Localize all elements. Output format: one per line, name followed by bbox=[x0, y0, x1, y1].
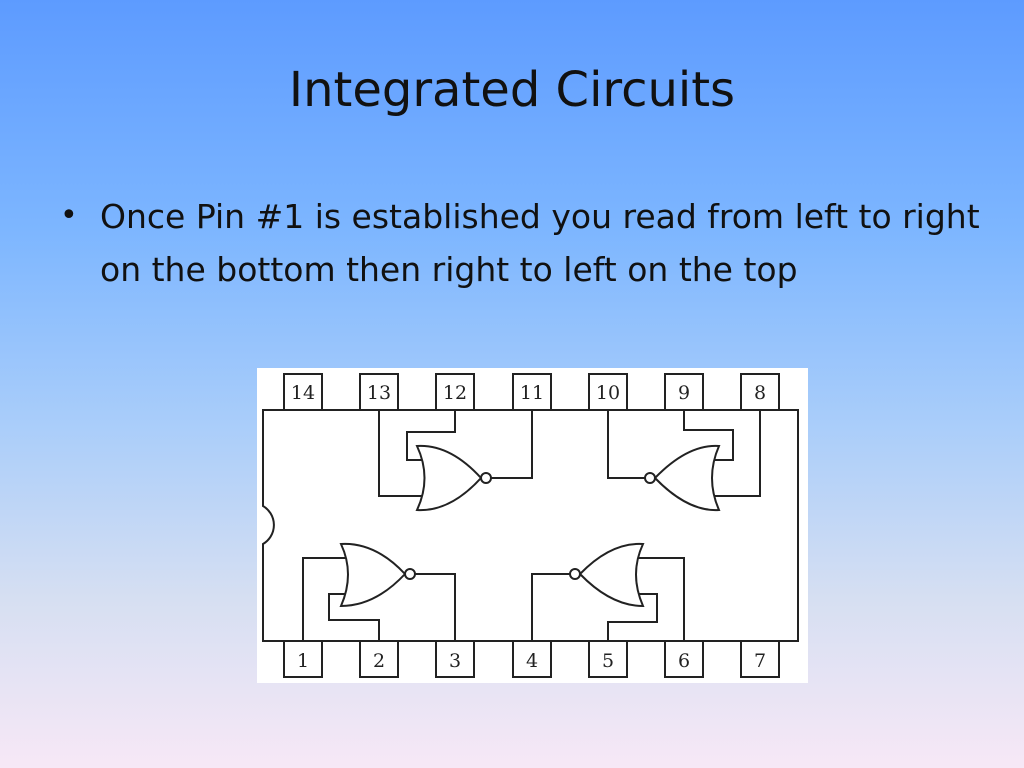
nor-gate-top-right bbox=[607, 410, 761, 512]
pin-box-3 bbox=[435, 640, 475, 678]
pin-label: 13 bbox=[367, 382, 391, 404]
nor-gate-top-left bbox=[378, 410, 533, 512]
pin-label: 6 bbox=[678, 650, 690, 672]
ic-pinout-diagram: 14 13 12 11 10 9 8 1 2 3 4 5 bbox=[257, 368, 808, 683]
pin-box-14 bbox=[283, 373, 323, 411]
pin-label: 10 bbox=[596, 382, 620, 404]
pin-label: 11 bbox=[520, 382, 544, 404]
ic-body bbox=[262, 409, 799, 642]
pin-box-9 bbox=[664, 373, 704, 411]
pin-box-5 bbox=[588, 640, 628, 678]
pin-box-2 bbox=[359, 640, 399, 678]
pin-label: 2 bbox=[373, 650, 385, 672]
bullet-item: • Once Pin #1 is established you read fr… bbox=[60, 190, 980, 296]
pin-box-8 bbox=[740, 373, 780, 411]
pin-label: 9 bbox=[678, 382, 690, 404]
pin-box-7 bbox=[740, 640, 780, 678]
pin-box-13 bbox=[359, 373, 399, 411]
pin-box-10 bbox=[588, 373, 628, 411]
pin-label: 4 bbox=[526, 650, 538, 672]
nor-gate-bottom-left bbox=[302, 542, 456, 641]
slide-title: Integrated Circuits bbox=[288, 62, 736, 118]
pin-label: 3 bbox=[449, 650, 461, 672]
pin-label: 1 bbox=[297, 650, 309, 672]
pin-label: 14 bbox=[291, 382, 315, 404]
bullet-marker: • bbox=[60, 198, 78, 233]
pin-box-4 bbox=[512, 640, 552, 678]
pin-label: 8 bbox=[754, 382, 766, 404]
top-pin-row: 14 13 12 11 10 9 8 bbox=[283, 373, 780, 411]
pin-box-1 bbox=[283, 640, 323, 678]
bullet-text: Once Pin #1 is established you read from… bbox=[100, 197, 980, 289]
bottom-pin-row: 1 2 3 4 5 6 7 bbox=[283, 640, 780, 678]
nor-gate-bottom-right bbox=[531, 542, 685, 641]
pin-label: 12 bbox=[443, 382, 467, 404]
pin-label: 5 bbox=[602, 650, 614, 672]
pin-label: 7 bbox=[754, 650, 766, 672]
ic-pinout-svg: 14 13 12 11 10 9 8 1 2 3 4 5 bbox=[262, 373, 799, 678]
